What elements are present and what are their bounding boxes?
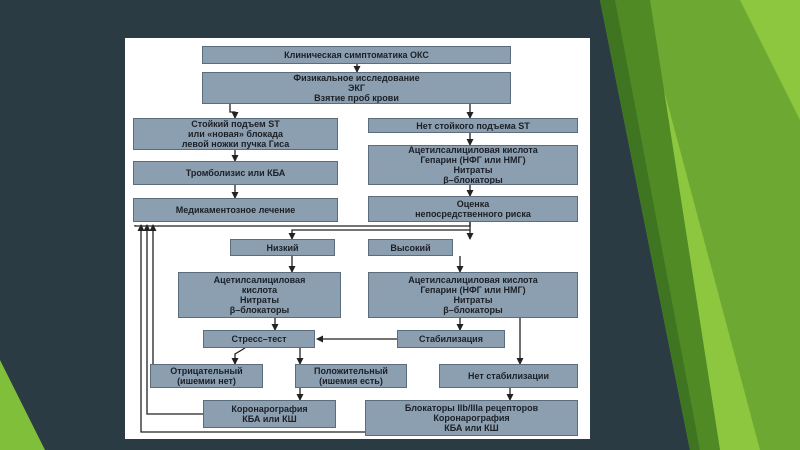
arrow-block-med (137, 224, 365, 433)
green-shape-right-shadow (600, 0, 700, 450)
arrow-exam-st (229, 104, 239, 119)
box-thrombolysis: Тромболизис или КБА (133, 161, 338, 185)
flowchart-arrows (134, 64, 524, 433)
arrow-risk-low (288, 222, 471, 240)
box-text-line: Отрицательный (170, 366, 243, 376)
green-shape-left (0, 360, 45, 450)
box-stress-test: Стресс–тест (203, 330, 315, 348)
box-clinical-symptoms: Клиническая симптоматика ОКС (202, 46, 511, 64)
box-text-line: Гепарин (НФГ или НМГ) (420, 285, 526, 295)
box-text-line: Ацетилсалициловая (213, 275, 306, 285)
box-text-line: Низкий (266, 242, 299, 253)
box-text-line: КБА или КШ (444, 423, 499, 433)
box-text-line: Взятие проб крови (314, 93, 399, 103)
green-shape-right-mid (640, 0, 800, 450)
box-text-line: Клиническая симптоматика ОКС (284, 50, 429, 60)
flowchart-panel: Клиническая симптоматика ОКС Физикальное… (125, 38, 590, 439)
box-text-line: Стабилизация (419, 334, 483, 344)
box-text-line: или «новая» блокада (187, 129, 284, 139)
box-text-line: Оценка (456, 199, 490, 209)
box-text-line: Нитраты (453, 165, 493, 175)
box-text-line: Гепарин (НФГ или НМГ) (420, 155, 526, 165)
box-text-line: ЭКГ (348, 83, 365, 93)
box-text-line: Нитраты (239, 295, 280, 305)
box-text-line: β–блокаторы (443, 175, 503, 185)
box-text-line: β–блокаторы (229, 305, 290, 315)
box-text-line: Положительный (314, 366, 388, 376)
box-medical-treatment: Медикаментозное лечение (133, 198, 338, 222)
box-text-line: Нет стабилизации (467, 371, 549, 381)
box-text-line: кислота (241, 285, 278, 295)
box-text-line: Ацетилсалициловая кислота (408, 275, 538, 285)
box-text-line: β–блокаторы (443, 305, 503, 315)
box-text-line: левой ножки пучка Гиса (181, 139, 290, 149)
box-text-line: Коронарография (231, 404, 308, 414)
box-text-line: (ишемия есть) (319, 376, 383, 386)
box-text-line: Стресс–тест (231, 334, 287, 344)
box-no-st-elevation: Нет стойкого подъема ST (368, 118, 578, 133)
arrow-rightside-med (134, 222, 471, 227)
box-positive-test: Положительный(ишемия есть) (295, 364, 407, 388)
box-text-line: Коронарография (433, 413, 510, 423)
box-text-line: КБА или КШ (242, 414, 297, 424)
box-text-line: Нет стойкого подъема ST (416, 120, 530, 131)
box-no-stabilization: Нет стабилизации (439, 364, 578, 388)
arrow-coro-med (143, 224, 203, 415)
box-text-line: Стойкий подъем ST (191, 119, 280, 129)
box-text-line: Высокий (390, 242, 431, 253)
green-shape-right-dark (610, 0, 720, 450)
box-text-line: Тромболизис или КБА (185, 168, 286, 178)
box-text-line: (ишемии нет) (177, 376, 236, 386)
box-text-line: Ацетилсалициловая кислота (408, 145, 538, 155)
box-high-risk: Высокий (368, 239, 453, 256)
box-text-line: Нитраты (453, 295, 493, 305)
arrow-stress-neg (231, 347, 246, 365)
box-text-line: непосредственного риска (415, 209, 531, 219)
box-text-line: Физикальное исследование (293, 73, 420, 83)
box-negative-test: Отрицательный(ишемии нет) (150, 364, 263, 388)
box-text-line: Блокаторы IIb/IIIa рецепторов (404, 403, 539, 413)
box-stabilization: Стабилизация (397, 330, 505, 348)
box-text-line: Медикаментозное лечение (175, 205, 296, 215)
box-low-risk: Низкий (230, 239, 335, 256)
